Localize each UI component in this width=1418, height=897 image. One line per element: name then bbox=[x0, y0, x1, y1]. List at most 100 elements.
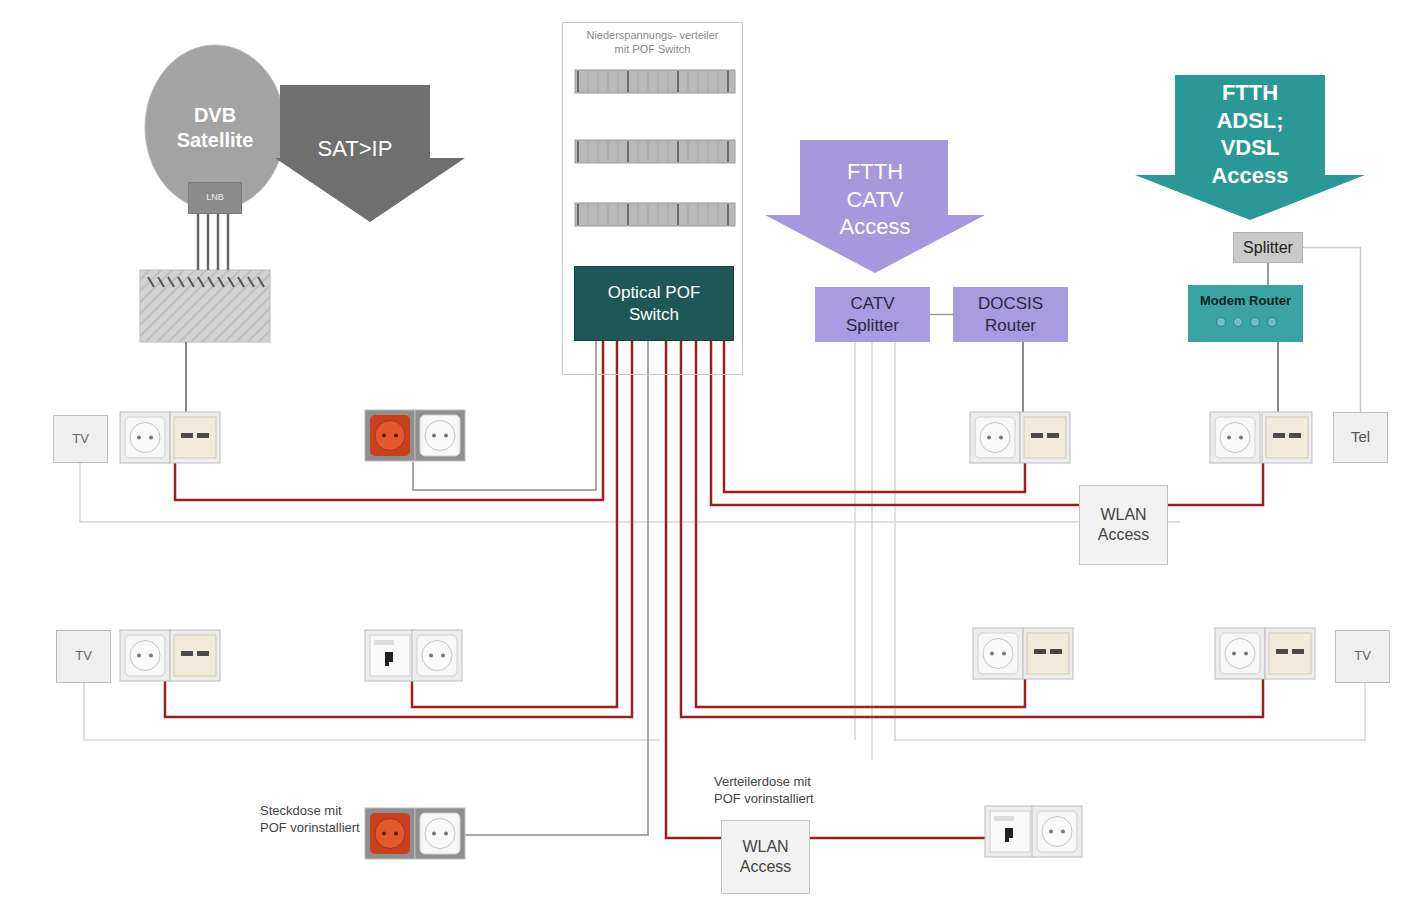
catv-access-arrow: FTTH CATV Access bbox=[765, 140, 985, 273]
pin-hole bbox=[137, 436, 141, 440]
pin-hole bbox=[394, 832, 398, 836]
led bbox=[1250, 318, 1259, 327]
breaker-divider bbox=[698, 71, 699, 92]
wire bbox=[895, 342, 1365, 740]
pof-switch: Optical POF Switch bbox=[574, 266, 734, 341]
din-rails bbox=[575, 70, 735, 226]
node-label: DVB Satellite bbox=[165, 103, 265, 153]
breaker-divider bbox=[688, 71, 689, 92]
breaker-divider bbox=[668, 204, 669, 225]
breaker-divider bbox=[718, 141, 719, 162]
tv-outlet: TV bbox=[53, 415, 108, 463]
socket-face bbox=[425, 819, 455, 849]
pin-hole bbox=[444, 434, 448, 438]
breaker-divider bbox=[658, 71, 659, 92]
pof-fibre bbox=[696, 340, 1025, 707]
pin-hole bbox=[990, 652, 994, 656]
jack bbox=[1005, 828, 1013, 842]
breaker-divider bbox=[677, 71, 679, 92]
jack bbox=[385, 652, 393, 666]
socket-face bbox=[980, 423, 1010, 453]
socket-frame bbox=[417, 635, 457, 676]
breaker-divider bbox=[688, 204, 689, 225]
data-outlet bbox=[1262, 412, 1312, 463]
socket-face bbox=[1042, 817, 1072, 847]
breaker-divider bbox=[658, 141, 659, 162]
breaker-divider bbox=[598, 141, 599, 162]
lnb-box: LNB bbox=[188, 182, 242, 214]
input-tick bbox=[168, 277, 174, 287]
jack-frame bbox=[174, 417, 216, 458]
socket-frame bbox=[370, 415, 410, 456]
socket-face bbox=[983, 639, 1013, 669]
breaker-divider bbox=[708, 204, 709, 225]
led bbox=[1233, 318, 1242, 327]
connector bbox=[1267, 263, 1269, 285]
led bbox=[1216, 318, 1225, 327]
tv-outlet: TV bbox=[1335, 630, 1390, 683]
jack bbox=[197, 651, 209, 656]
pin-hole bbox=[432, 832, 436, 836]
data-outlet bbox=[170, 630, 220, 681]
power-socket bbox=[970, 412, 1020, 463]
distribution-cabinet: Niederspannungs- verteiler mit POF Switc… bbox=[562, 22, 743, 375]
arrow-shape bbox=[765, 140, 985, 273]
node-label: CATV Splitter bbox=[828, 293, 918, 336]
pin-hole bbox=[1227, 436, 1231, 440]
input-tick bbox=[188, 277, 194, 287]
pin-hole bbox=[1061, 830, 1065, 834]
breaker-divider bbox=[638, 141, 639, 162]
breaker-divider bbox=[588, 71, 589, 92]
pin-hole bbox=[382, 832, 386, 836]
breaker-divider bbox=[718, 204, 719, 225]
cable bbox=[1277, 342, 1279, 412]
jack bbox=[1273, 433, 1285, 438]
power-socket bbox=[365, 808, 415, 859]
breaker-divider bbox=[668, 141, 669, 162]
input-tick bbox=[218, 277, 224, 287]
power-socket bbox=[415, 410, 465, 461]
plate bbox=[170, 412, 220, 463]
cable bbox=[217, 212, 220, 270]
pof-fibre bbox=[711, 340, 1263, 505]
socket-face bbox=[1225, 639, 1255, 669]
breaker-divider bbox=[677, 141, 679, 162]
jack-frame bbox=[990, 811, 1030, 852]
lnb-cables bbox=[198, 212, 228, 270]
pof-fibre bbox=[165, 340, 632, 717]
jack bbox=[1034, 649, 1046, 654]
breaker-divider bbox=[698, 141, 699, 162]
plate bbox=[120, 630, 170, 681]
input-tick bbox=[228, 277, 234, 287]
data-outlet bbox=[985, 806, 1035, 857]
node-label: DOCSIS Router bbox=[966, 293, 1056, 336]
plate bbox=[1265, 628, 1315, 679]
node-label: Modem Router bbox=[1200, 293, 1291, 309]
jack bbox=[181, 651, 193, 656]
pof-runs bbox=[165, 340, 1263, 838]
breaker-divider bbox=[638, 204, 639, 225]
modem-router: Modem Router bbox=[1188, 285, 1303, 342]
input-tick bbox=[158, 277, 164, 287]
plate bbox=[1262, 412, 1312, 463]
power-socket bbox=[1032, 806, 1082, 857]
multiswitch bbox=[140, 270, 270, 342]
breaker-divider bbox=[598, 204, 599, 225]
plate bbox=[415, 808, 465, 859]
pin-hole bbox=[1002, 652, 1006, 656]
note-label: Verteilerdose mit POF vorinstalliert bbox=[712, 773, 841, 809]
socket-frame bbox=[370, 813, 410, 854]
copper-runs bbox=[413, 340, 648, 835]
socket-frame bbox=[125, 417, 165, 458]
plate bbox=[985, 806, 1035, 857]
plate bbox=[1023, 628, 1073, 679]
connector bbox=[1303, 248, 1361, 413]
power-socket bbox=[415, 808, 465, 859]
plate bbox=[1210, 412, 1260, 463]
plate bbox=[970, 412, 1020, 463]
plate bbox=[365, 630, 415, 681]
input-tick bbox=[198, 277, 204, 287]
breaker-divider bbox=[577, 204, 579, 225]
pin-hole bbox=[429, 654, 433, 658]
cable bbox=[1022, 342, 1024, 412]
